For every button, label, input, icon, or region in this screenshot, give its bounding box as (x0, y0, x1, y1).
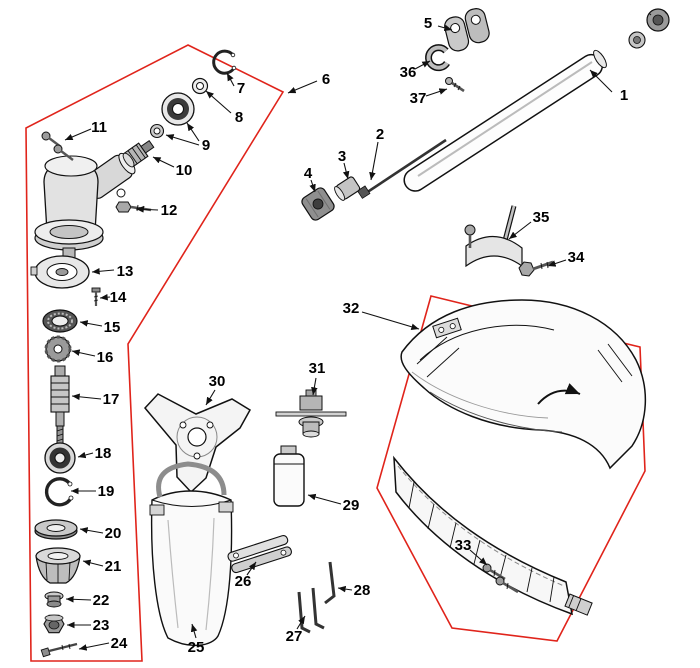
part-label-10: 10 (176, 162, 193, 179)
part-labels: 1 2 3 4 5 6 7 8 9 10 11 12 13 14 15 16 1… (91, 15, 628, 656)
part-3-bushing (334, 176, 361, 201)
group-outline-gearbox-assembly (25, 44, 285, 662)
part-13-cover-plate (30, 255, 90, 289)
part-label-9: 9 (202, 137, 210, 154)
part-label-8: 8 (235, 109, 243, 126)
part-label-6: 6 (322, 71, 330, 88)
part-16-gear (44, 335, 72, 363)
part-22-flange-nut (44, 591, 64, 608)
tube-end-fitting (628, 8, 670, 49)
part-label-25: 25 (188, 639, 205, 656)
part-label-33: 33 (455, 537, 472, 554)
part-label-14: 14 (110, 289, 127, 306)
part-14-screw (91, 287, 101, 306)
part-label-29: 29 (343, 497, 360, 514)
part-30-blade (144, 393, 252, 494)
part-31-head-parts (275, 389, 347, 438)
part-label-15: 15 (104, 319, 121, 336)
part-label-12: 12 (161, 202, 178, 219)
part-23-nut (43, 614, 65, 634)
part-12-screw (115, 201, 152, 213)
part-label-37: 37 (410, 90, 427, 107)
part-label-18: 18 (95, 445, 112, 462)
part-4-coupler-nut (301, 187, 335, 221)
part-label-2: 2 (376, 126, 384, 143)
part-26-wrench-tool (227, 534, 292, 574)
part-label-4: 4 (304, 165, 313, 182)
part-label-34: 34 (568, 249, 585, 266)
part-label-26: 26 (235, 573, 252, 590)
part-label-20: 20 (105, 525, 122, 542)
part-10-pinion-gear (122, 139, 155, 168)
part-9-bearing-set (149, 92, 195, 139)
part-label-19: 19 (98, 483, 115, 500)
part-11-bolts (41, 131, 74, 161)
part-label-7: 7 (237, 80, 245, 97)
part-2-drive-shaft (356, 138, 447, 199)
part-24-cotter-pin (40, 642, 78, 658)
part-18-bearing (44, 442, 76, 474)
leader-lines (64, 24, 613, 651)
part-label-24: 24 (111, 635, 128, 652)
part-label-11: 11 (91, 119, 107, 136)
part-20-washer-plate (34, 519, 78, 540)
part-label-36: 36 (400, 64, 417, 81)
part-28-hex-key (324, 561, 336, 605)
group-outline-guard-assembly (376, 295, 646, 642)
part-label-21: 21 (105, 558, 122, 575)
part-label-1: 1 (620, 87, 628, 104)
part-label-17: 17 (103, 391, 120, 408)
part-1-drive-tube (403, 49, 607, 192)
part-8-washer (191, 77, 209, 95)
part-label-5: 5 (424, 15, 432, 32)
gearbox-housing (34, 152, 136, 263)
part-label-13: 13 (117, 263, 134, 280)
part-label-23: 23 (93, 617, 110, 634)
part-label-16: 16 (97, 349, 114, 366)
part-label-27: 27 (286, 628, 303, 645)
part-19-retaining-ring (44, 477, 74, 507)
part-25-cover-bag (149, 461, 234, 646)
part-label-32: 32 (343, 300, 360, 317)
part-29-grease-tube (273, 445, 305, 507)
part-32-guard-assembly (393, 299, 646, 616)
part-33-screws (482, 563, 519, 594)
part-21-holder-cup (35, 547, 81, 584)
part-label-28: 28 (354, 582, 371, 599)
part-7-retaining-ring (212, 49, 237, 75)
part-34-bolt (518, 260, 554, 277)
part-37-clamp-screw (445, 77, 465, 93)
part-27-hex-keys (297, 587, 325, 634)
part-36-clamp-half (425, 44, 450, 72)
part-label-35: 35 (533, 209, 550, 226)
part-label-22: 22 (93, 592, 110, 609)
part-label-30: 30 (209, 373, 226, 390)
part-label-3: 3 (338, 148, 346, 165)
part-15-bearing (42, 309, 78, 333)
part-label-31: 31 (309, 360, 326, 377)
part-17-output-shaft (50, 365, 70, 447)
